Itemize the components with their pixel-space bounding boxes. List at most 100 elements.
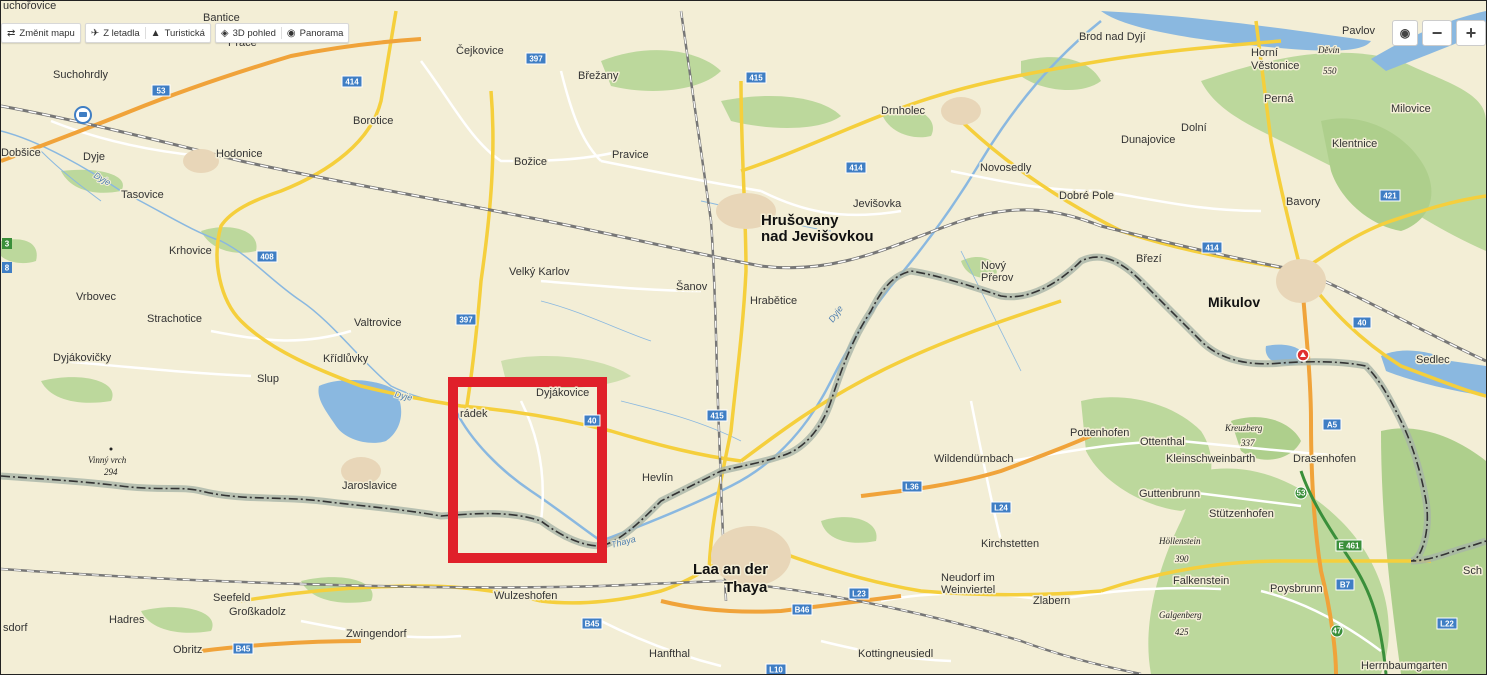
label-peak-kreuzberg-height: 337 <box>1240 438 1255 448</box>
svg-text:415: 415 <box>710 412 724 421</box>
shield-8: 8 <box>2 262 12 273</box>
panorama-button[interactable]: ◉ Panorama <box>281 24 349 42</box>
label-hevlin: Hevlín <box>642 472 673 484</box>
svg-text:E 461: E 461 <box>1339 542 1360 551</box>
target-icon: ◉ <box>1399 26 1411 40</box>
label-slup: Slup <box>257 373 279 385</box>
view3d-label: 3D pohled <box>232 27 276 39</box>
label-obritz: Obritz <box>173 644 202 656</box>
label-wulzeshofen: Wulzeshofen <box>494 590 557 602</box>
label-novosedly: Novosedly <box>980 162 1032 174</box>
shield-40b: 40 <box>1352 316 1372 329</box>
label-dolni-dunajovice-1: Dolní <box>1181 122 1207 134</box>
svg-text:40: 40 <box>1358 319 1367 328</box>
label-novy-prerov-2: Přerov <box>981 272 1014 284</box>
label-bavory: Bavory <box>1286 196 1321 208</box>
shield-b46: B46 <box>791 603 813 616</box>
label-dyjakovicky: Dyjákovičky <box>53 352 112 364</box>
label-jevisovka: Jevišovka <box>853 198 902 210</box>
svg-text:B45: B45 <box>585 620 600 629</box>
highlight-box <box>448 377 607 563</box>
aerial-button[interactable]: ✈ Z letadla <box>85 24 145 42</box>
shield-3: 3 <box>2 238 12 249</box>
shield-415b: 415 <box>706 409 728 422</box>
label-peak-hollenstein: Höllenstein <box>1158 536 1201 546</box>
label-vrbovec: Vrbovec <box>76 291 116 303</box>
shield-l22: L22 <box>1436 617 1458 630</box>
shield-47: 47 <box>1330 624 1344 638</box>
label-kleinschweinbarth: Kleinschweinbarth <box>1166 453 1255 465</box>
shield-414a: 414 <box>341 75 363 88</box>
label-peak-devin: Děvín <box>1317 45 1340 55</box>
shield-l24: L24 <box>990 501 1012 514</box>
railways <box>1 10 1486 674</box>
map-toolbar: ⇄ Změnit mapu ✈ Z letadla ▲ Turistická ◈… <box>1 23 350 43</box>
label-hadres: Hadres <box>109 614 145 626</box>
label-bantice: Bantice <box>203 12 240 24</box>
svg-text:40: 40 <box>588 417 597 426</box>
label-klentnice: Klentnice <box>1332 138 1377 150</box>
svg-text:397: 397 <box>529 55 543 64</box>
label-ottenthal: Ottenthal <box>1140 436 1185 448</box>
view3d-button[interactable]: ◈ 3D pohled <box>215 24 281 42</box>
shield-l23: L23 <box>848 587 870 600</box>
label-mikulov: Mikulov <box>1208 294 1260 310</box>
label-neudorf-1: Neudorf im <box>941 572 995 584</box>
label-peak-devin-height: 550 <box>1323 66 1337 76</box>
label-peak-vinny-height: 294 <box>104 467 118 477</box>
label-bozice: Božice <box>514 156 547 168</box>
label-pravice: Pravice <box>612 149 649 161</box>
shield-b45a: B45 <box>581 617 603 630</box>
shield-e461: E 461 <box>1335 539 1363 552</box>
label-dolni-dunajovice-2: Dunajovice <box>1121 134 1175 146</box>
shield-40a: 40 <box>583 414 601 427</box>
label-grosskadolz: Großkadolz <box>229 606 286 618</box>
castle-marker-icon <box>1296 348 1310 362</box>
map-type-group: ✈ Z letadla ▲ Turistická <box>84 23 211 43</box>
svg-text:408: 408 <box>260 253 274 262</box>
label-novy-prerov-1: Nový <box>981 260 1007 272</box>
svg-text:3: 3 <box>5 240 10 249</box>
label-hrusovany-2: nad Jevišovkou <box>761 228 874 245</box>
label-laa-2: Thaya <box>724 579 768 596</box>
shield-b7: B7 <box>1335 578 1355 591</box>
label-hradek: rádek <box>460 408 488 420</box>
svg-text:L36: L36 <box>905 483 919 492</box>
label-sanov: Šanov <box>676 280 708 293</box>
eye-icon: ◉ <box>286 27 296 39</box>
svg-text:L24: L24 <box>994 504 1008 513</box>
tourist-button[interactable]: ▲ Turistická <box>145 24 210 42</box>
label-borotice: Borotice <box>353 115 393 127</box>
shield-415a: 415 <box>745 71 767 84</box>
label-pottenhofen: Pottenhofen <box>1070 427 1129 439</box>
label-zlabern: Zlabern <box>1033 595 1070 607</box>
label-uchorlovice: uchořovice <box>3 1 56 12</box>
shield-a5: A5 <box>1322 418 1342 431</box>
svg-text:421: 421 <box>1383 192 1397 201</box>
label-drasenhofen: Drasenhofen <box>1293 453 1356 465</box>
label-sch: Sch <box>1463 565 1482 577</box>
mountain-icon: ▲ <box>150 27 161 39</box>
plane-icon: ✈ <box>90 27 100 39</box>
label-sedlec: Sedlec <box>1416 354 1450 366</box>
label-valtrovice: Valtrovice <box>354 317 401 329</box>
label-milovice: Milovice <box>1391 103 1431 115</box>
shield-414b: 414 <box>845 161 867 174</box>
state-border <box>1 253 1486 565</box>
zoom-out-button[interactable]: − <box>1422 20 1452 46</box>
svg-text:A5: A5 <box>1327 421 1338 430</box>
change-map-button[interactable]: ⇄ Změnit mapu <box>1 23 81 43</box>
label-hrusovany-1: Hrušovany <box>761 212 839 229</box>
shield-421: 421 <box>1379 189 1401 202</box>
cube-icon: ◈ <box>220 27 229 39</box>
label-jaroslavice: Jaroslavice <box>342 480 397 492</box>
label-guttenbrunn: Guttenbrunn <box>1139 488 1200 500</box>
shield-53b: 53 <box>1294 486 1308 500</box>
label-perna: Perná <box>1264 93 1294 105</box>
locate-button[interactable]: ◉ <box>1392 20 1418 46</box>
label-kirchstetten: Kirchstetten <box>981 538 1039 550</box>
label-wildendurnbach: Wildendürnbach <box>934 453 1014 465</box>
zoom-in-button[interactable]: + <box>1456 20 1486 46</box>
